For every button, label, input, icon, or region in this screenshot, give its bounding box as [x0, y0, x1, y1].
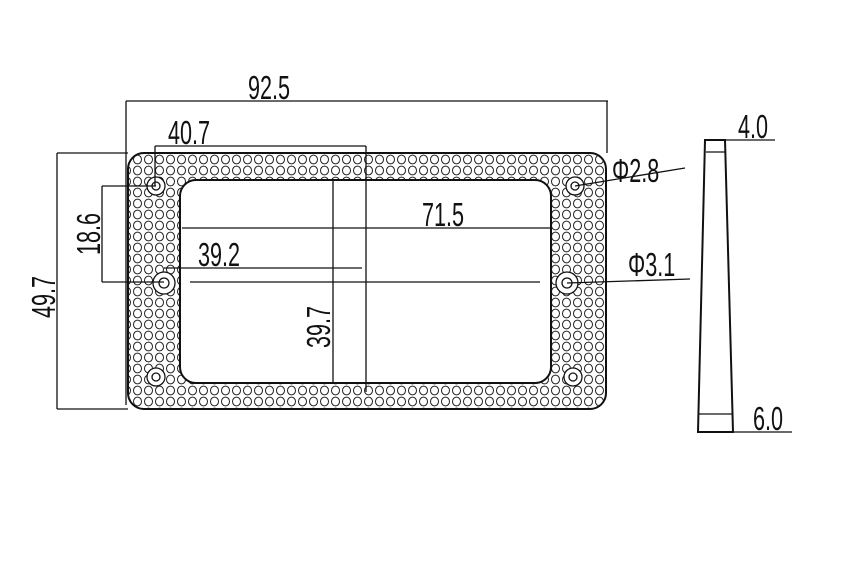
dim-hole-offset-width: 40.7 [168, 114, 210, 151]
dim-window-width: 71.5 [422, 196, 464, 233]
ring-frame [127, 152, 607, 410]
dimension-lines [56, 100, 691, 410]
dim-thickness-bottom: 6.0 [753, 400, 783, 437]
dim-center-offset: 39.2 [198, 236, 240, 273]
dim-window-height: 39.7 [300, 306, 337, 348]
dim-hole-spacing: 18.6 [70, 213, 107, 255]
dim-thickness-top: 4.0 [738, 108, 768, 145]
side-view [696, 139, 792, 433]
dim-small-hole-diameter: Φ2.8 [612, 152, 659, 189]
dim-overall-width: 92.5 [248, 69, 290, 106]
mounting-holes [146, 176, 585, 387]
dim-large-hole-diameter: Φ3.1 [628, 246, 675, 283]
dim-overall-height: 49.7 [25, 276, 62, 318]
